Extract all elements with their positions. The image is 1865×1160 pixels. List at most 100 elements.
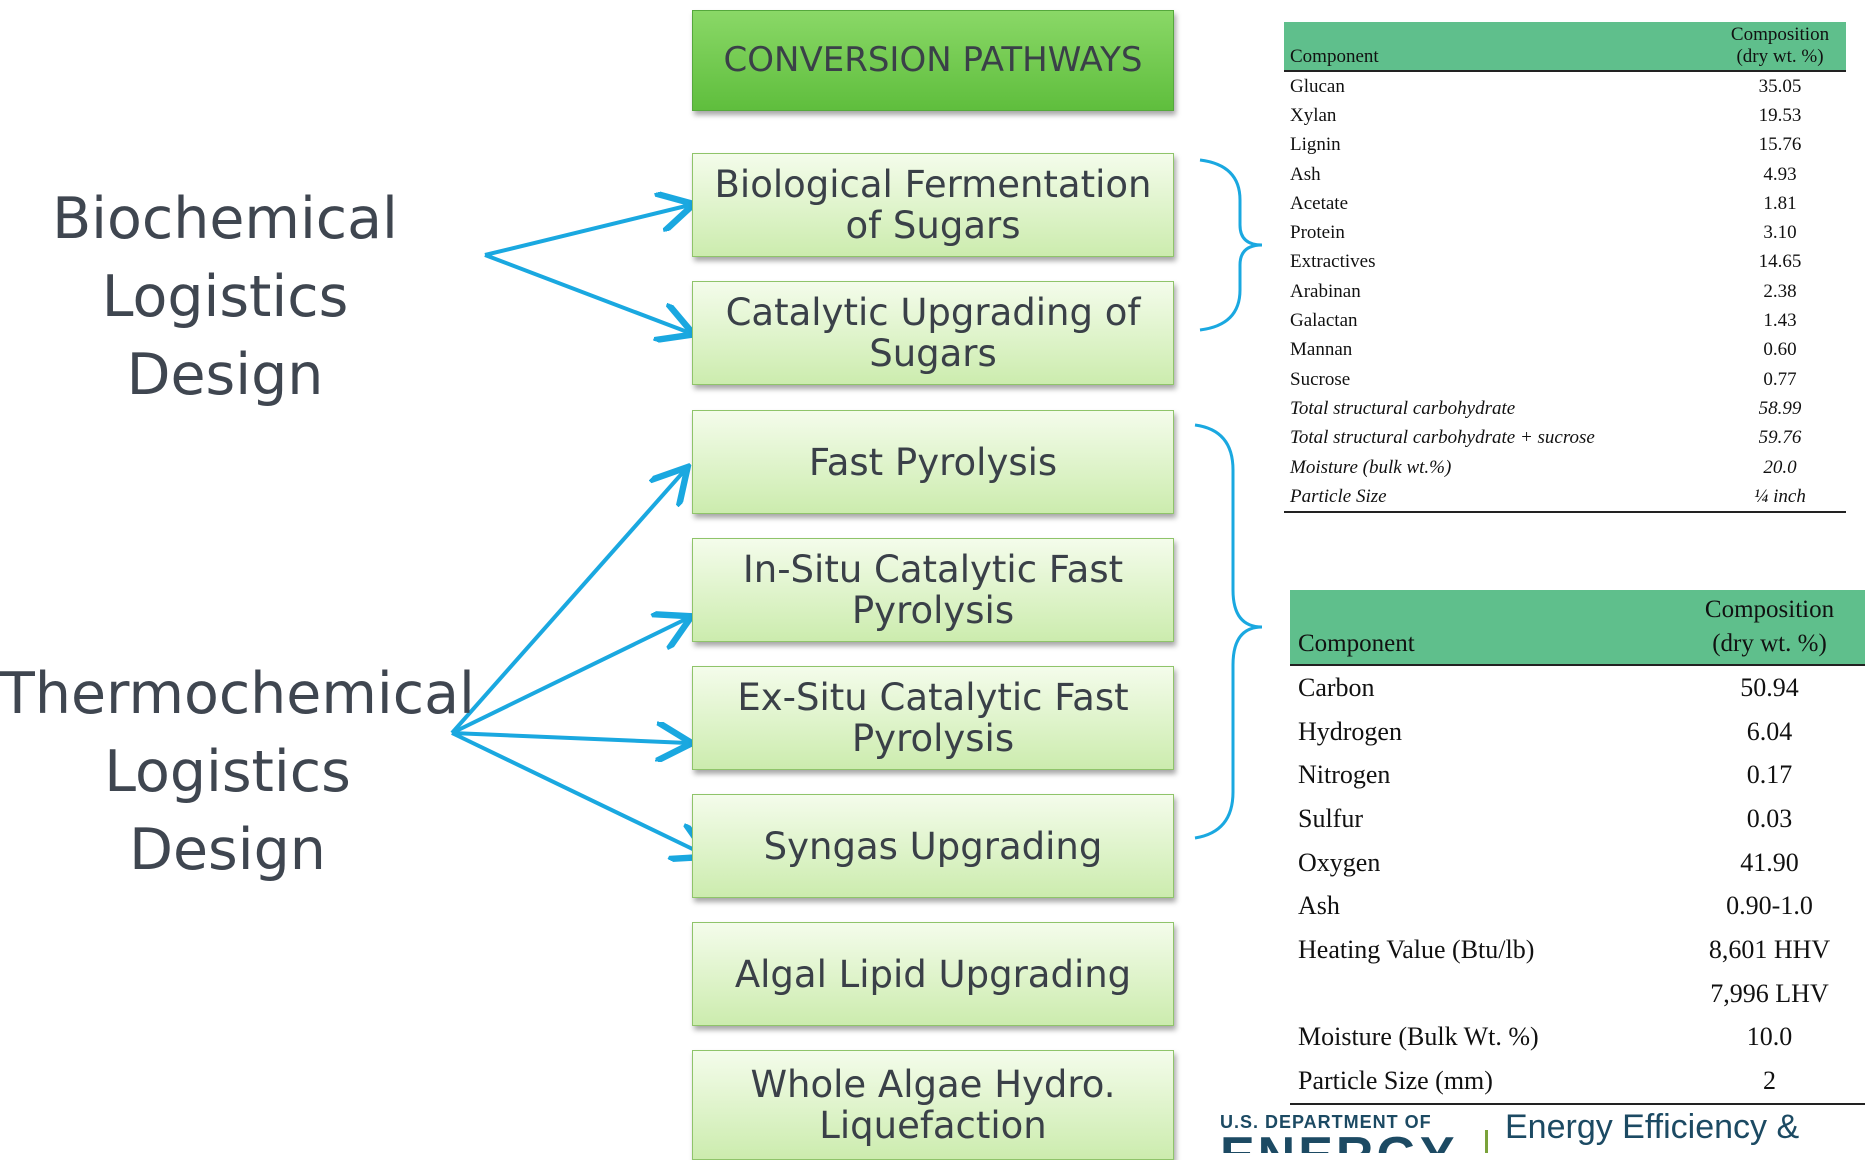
arrow-thermo-syngas: [451, 731, 705, 855]
table-row: Particle Size (mm) 2: [1290, 1059, 1865, 1104]
table1-cell: Glucan: [1290, 75, 1345, 97]
table1-cell: Ash: [1290, 163, 1321, 185]
table2-cell: 0.03: [1746, 803, 1793, 833]
table-row: Particle Size ¼ inch: [1284, 482, 1846, 513]
table-row: Hydrogen 6.04: [1290, 710, 1865, 754]
table-row: Moisture (Bulk Wt. %) 10.0: [1290, 1016, 1865, 1060]
table-row: Nitrogen 0.17: [1290, 753, 1865, 797]
table1-cell: 3.10: [1763, 222, 1797, 244]
table2-cell: Particle Size (mm): [1298, 1066, 1493, 1096]
table2-cell: 10.0: [1746, 1022, 1793, 1052]
thermochemical-logistics-label: Thermochemical Logistics Design: [0, 661, 475, 883]
table1-cell: 1.43: [1763, 310, 1797, 332]
table2-cell: 2: [1763, 1066, 1776, 1096]
table2-cell: 7,996 LHV: [1710, 978, 1829, 1008]
brace-bio: [1199, 158, 1263, 332]
table-row: Glucan 35.05: [1284, 71, 1846, 101]
table-row: Heating Value (Btu/lb) 8,601 HHV: [1290, 928, 1865, 972]
conversion-pathways-title: CONVERSION PATHWAYS: [692, 10, 1174, 111]
brace-thermo: [1194, 423, 1263, 840]
table2-cell: 41.90: [1740, 847, 1799, 877]
pathway-exsitu-catalytic-fast-pyrolysis: Ex-Situ Catalytic Fast Pyrolysis: [692, 666, 1174, 770]
pathway-algal-lipid-upgrading: Algal Lipid Upgrading: [692, 922, 1174, 1026]
table1-cell: 20.0: [1763, 456, 1797, 478]
doe-energy-wordmark: ENERGY: [1220, 1130, 1458, 1153]
table2-cell: 0.17: [1746, 760, 1793, 790]
table1-cell: Acetate: [1290, 192, 1349, 214]
arrow-thermo-insitu: [451, 618, 688, 735]
table-row: Carbon 50.94: [1290, 665, 1865, 710]
table1-cell: 0.77: [1763, 368, 1797, 390]
table1-cell: Xylan: [1290, 104, 1337, 126]
table1-cell: 2.38: [1763, 280, 1797, 302]
table-row: Sucrose 0.77: [1284, 365, 1846, 394]
table-row: Ash 0.90-1.0: [1290, 884, 1865, 928]
table2-cell: Moisture (Bulk Wt. %): [1298, 1022, 1539, 1052]
table1-cell: Sucrose: [1290, 368, 1351, 390]
feedstock-composition-table-thermochemical: Component Composition (dry wt. %) Carbon…: [1290, 590, 1865, 1105]
table-row: Total structural carbohydrate 58.99: [1284, 394, 1846, 423]
table-row: 7,996 LHV: [1290, 972, 1865, 1016]
table1-cell: Protein: [1290, 222, 1345, 244]
table2-header-composition: Composition (dry wt. %): [1674, 590, 1865, 665]
feedstock-composition-table-biochemical: Component Composition (dry wt. %) Glucan…: [1284, 22, 1846, 513]
pathway-insitu-catalytic-fast-pyrolysis: In-Situ Catalytic Fast Pyrolysis: [692, 538, 1174, 642]
table-row: Acetate 1.81: [1284, 189, 1846, 218]
table1-cell: 59.76: [1758, 427, 1802, 449]
table1-cell: 19.53: [1758, 104, 1802, 126]
table1-cell: Total structural carbohydrate: [1290, 397, 1516, 419]
table1-cell: Particle Size: [1290, 485, 1387, 507]
arrow-thermo-exsitu: [451, 733, 688, 743]
pathway-biological-fermentation: Biological Fermentation of Sugars: [692, 153, 1174, 257]
table2-cell: Ash: [1298, 891, 1340, 921]
table2-cell: Sulfur: [1298, 803, 1363, 833]
table-row: Lignin 15.76: [1284, 131, 1846, 160]
logo-divider: [1485, 1130, 1488, 1153]
table-row: Xylan 19.53: [1284, 101, 1846, 130]
table1-cell: Moisture (bulk wt.%): [1290, 456, 1452, 478]
table1-header-component: Component: [1284, 22, 1714, 71]
doe-eere-logo: U.S. DEPARTMENT OF ENERGY Energy Efficie…: [1220, 1112, 1865, 1153]
table2-cell: 8,601 HHV: [1708, 934, 1831, 964]
table1-cell: 15.76: [1758, 134, 1802, 156]
table2-cell: 50.94: [1740, 672, 1799, 702]
table2-cell: 0.90-1.0: [1726, 891, 1813, 921]
doe-department-text: U.S. DEPARTMENT OF: [1220, 1112, 1432, 1132]
table1-header-composition: Composition (dry wt. %): [1714, 22, 1846, 71]
table1-cell: Lignin: [1290, 134, 1341, 156]
pathway-syngas-upgrading: Syngas Upgrading: [692, 794, 1174, 898]
pathway-fast-pyrolysis: Fast Pyrolysis: [692, 410, 1174, 514]
table1-cell: Galactan: [1290, 310, 1358, 332]
table1-cell: Mannan: [1290, 339, 1353, 361]
table-row: Total structural carbohydrate + sucrose 5…: [1284, 424, 1846, 453]
arrow-bio-catalytic: [484, 253, 690, 333]
eere-office-text: Energy Efficiency &: [1505, 1112, 1800, 1146]
table-row: Ash 4.93: [1284, 160, 1846, 189]
table-row: Sulfur 0.03: [1290, 797, 1865, 841]
table1-cell: 58.99: [1758, 397, 1802, 419]
arrow-bio-fermentation: [484, 205, 690, 257]
table2-cell: Oxygen: [1298, 847, 1381, 877]
table1-cell: ¼ inch: [1754, 485, 1806, 507]
table-row: Arabinan 2.38: [1284, 277, 1846, 306]
table-row: Galactan 1.43: [1284, 306, 1846, 335]
table2-cell: Hydrogen: [1298, 716, 1402, 746]
table1-cell: Arabinan: [1290, 280, 1361, 302]
table-row: Mannan 0.60: [1284, 336, 1846, 365]
table1-cell: Total structural carbohydrate + sucrose: [1290, 427, 1595, 449]
table1-cell: 35.05: [1758, 75, 1802, 97]
table2-cell: [1290, 972, 1674, 1016]
table1-cell: 4.93: [1763, 163, 1797, 185]
pathway-whole-algae-htl: Whole Algae Hydro. Liquefaction: [692, 1050, 1174, 1160]
table2-cell: Carbon: [1298, 672, 1375, 702]
table1-cell: 0.60: [1763, 339, 1797, 361]
table-row: Moisture (bulk wt.%) 20.0: [1284, 453, 1846, 482]
table1-cell: 14.65: [1758, 251, 1802, 273]
table1-cell: 1.81: [1763, 192, 1797, 214]
table2-cell: 6.04: [1746, 716, 1793, 746]
table2-cell: Nitrogen: [1298, 760, 1391, 790]
pathway-catalytic-upgrading-sugars: Catalytic Upgrading of Sugars: [692, 281, 1174, 385]
table2-cell: Heating Value (Btu/lb): [1298, 934, 1535, 964]
